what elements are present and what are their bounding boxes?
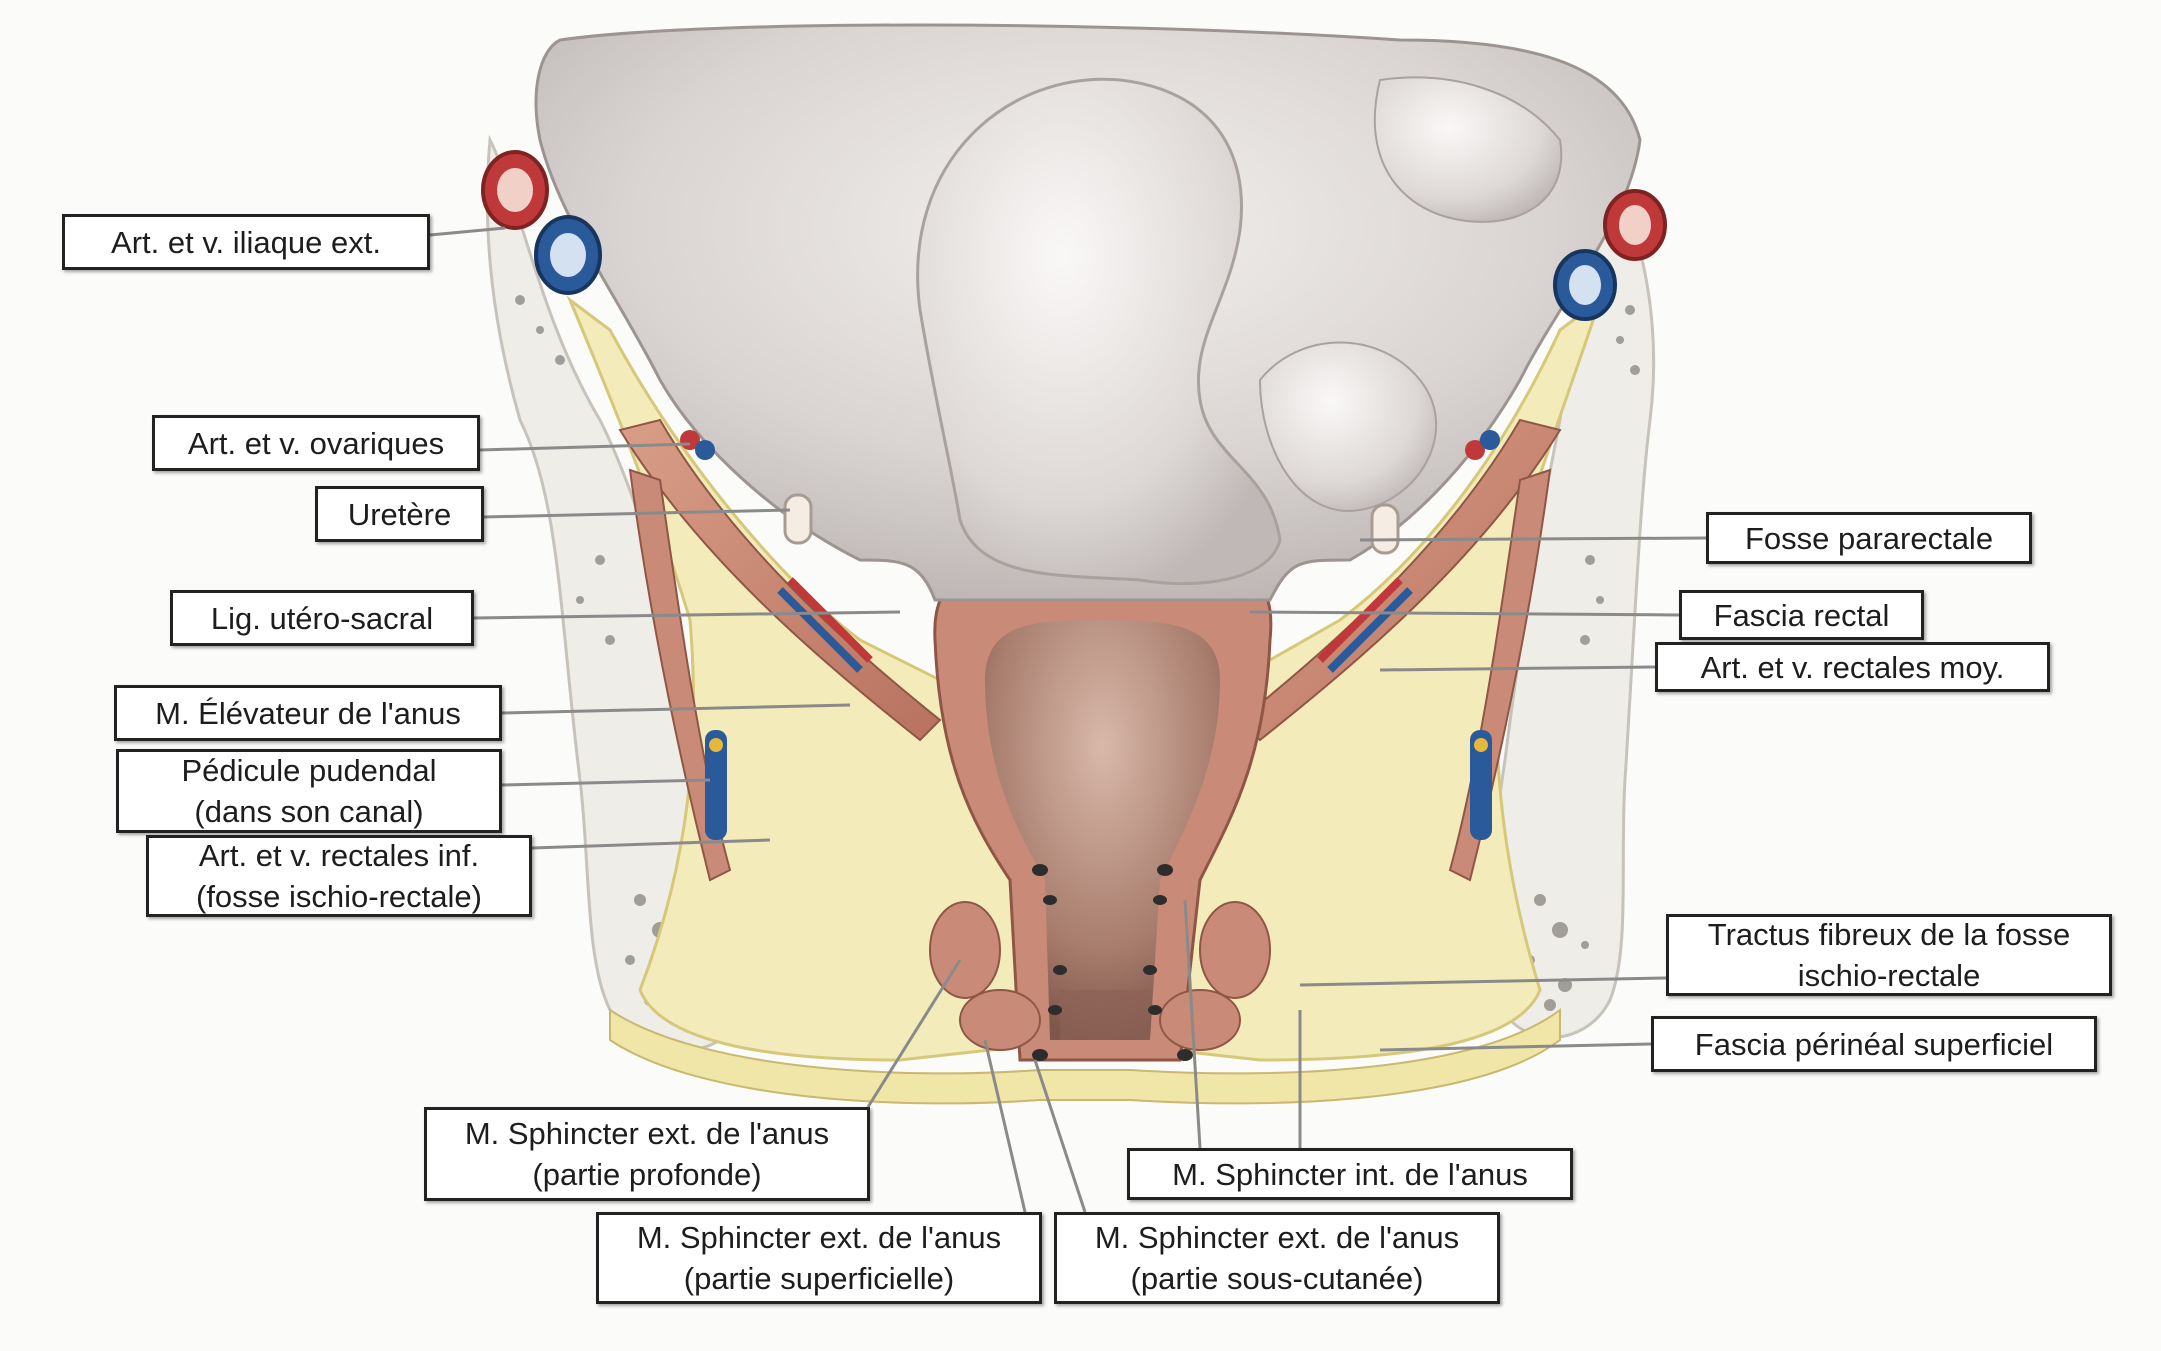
label-uterosacral-ligament: Lig. utéro-sacral	[170, 590, 474, 646]
label-line: Art. et v. rectales inf.	[198, 838, 480, 873]
label-line: Tractus fibreux de la fosse	[1707, 917, 2071, 952]
label-rectal-fascia: Fascia rectal	[1679, 590, 1924, 640]
label-external-sphincter-subcutaneous: M. Sphincter ext. de l'anus (partie sous…	[1054, 1212, 1500, 1304]
label-external-sphincter-deep: M. Sphincter ext. de l'anus (partie prof…	[424, 1107, 870, 1201]
pelvic-vessels	[680, 430, 1500, 840]
label-ovarian-vessels: Art. et v. ovariques	[152, 415, 480, 471]
pelvic-bone-right	[1489, 165, 1656, 1039]
label-line: Art. et v. ovariques	[187, 425, 445, 461]
label-line: M. Sphincter int. de l'anus	[1172, 1156, 1528, 1192]
label-line: Fascia rectal	[1713, 597, 1890, 633]
label-ureter: Uretère	[315, 486, 484, 542]
label-line: (partie superficielle)	[683, 1261, 955, 1296]
perineal-skin	[609, 1008, 1561, 1105]
label-line: Fosse pararectale	[1744, 520, 1994, 556]
label-pudendal-pedicle: Pédicule pudendal (dans son canal)	[116, 749, 502, 833]
label-external-iliac-vessels: Art. et v. iliaque ext.	[62, 214, 430, 270]
label-line: Art. et v. rectales moy.	[1700, 649, 2005, 685]
label-line: M. Élévateur de l'anus	[155, 695, 461, 731]
label-line: M. Sphincter ext. de l'anus	[464, 1116, 830, 1151]
label-internal-sphincter: M. Sphincter int. de l'anus	[1127, 1148, 1573, 1200]
label-line: ischio-rectale	[1797, 958, 1981, 993]
label-line: (partie sous-cutanée)	[1130, 1261, 1424, 1296]
leader-lines	[429, 226, 1707, 1213]
label-line: (fosse ischio-rectale)	[196, 879, 482, 914]
anal-sphincters	[929, 864, 1271, 1061]
label-inferior-rectal-vessels: Art. et v. rectales inf. (fosse ischio-r…	[146, 835, 532, 917]
label-line: Pédicule pudendal	[181, 753, 437, 788]
label-line: Lig. utéro-sacral	[210, 600, 434, 636]
label-line: Uretère	[347, 496, 452, 532]
label-line: Art. et v. iliaque ext.	[111, 224, 381, 260]
label-middle-rectal-vessels: Art. et v. rectales moy.	[1655, 642, 2050, 692]
label-line: (dans son canal)	[194, 794, 424, 829]
label-line: Fascia périnéal superficiel	[1694, 1026, 2054, 1062]
label-line: M. Sphincter ext. de l'anus	[1094, 1220, 1460, 1255]
label-external-sphincter-superficial: M. Sphincter ext. de l'anus (partie supe…	[596, 1212, 1042, 1304]
label-superficial-perineal-fascia: Fascia périnéal superficiel	[1651, 1016, 2097, 1072]
external-iliac-vessels	[481, 150, 1667, 321]
label-line: M. Sphincter ext. de l'anus	[636, 1220, 1002, 1255]
label-pararectal-fossa: Fosse pararectale	[1706, 512, 2032, 564]
intestines	[534, 23, 1642, 602]
label-line: (partie profonde)	[532, 1157, 762, 1192]
label-levator-ani: M. Élévateur de l'anus	[114, 685, 502, 741]
label-ischiorectal-fibrous-tracts: Tractus fibreux de la fosse ischio-recta…	[1666, 914, 2112, 996]
